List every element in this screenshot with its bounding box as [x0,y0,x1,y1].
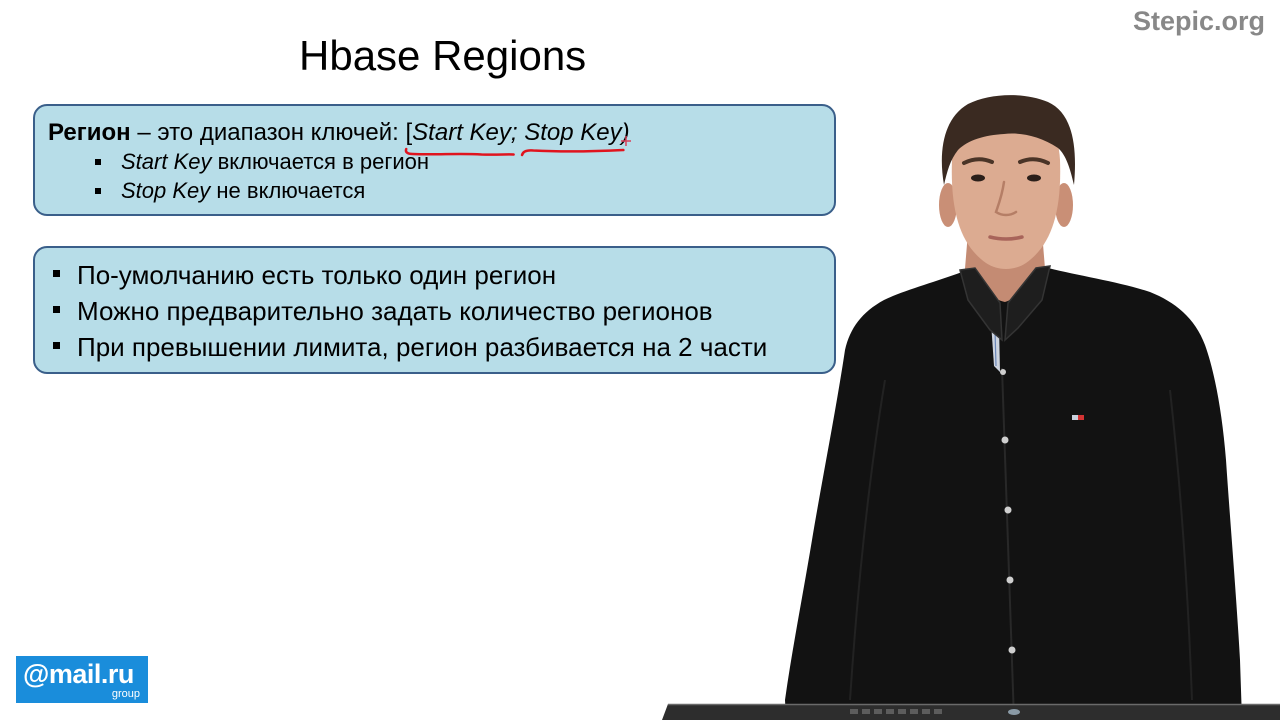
definition-text: – это диапазон ключей: [ [137,119,413,146]
laptop [662,703,1280,720]
sleeve-crease-left [849,379,886,701]
laptop-key [850,709,858,714]
region-notes-list: По-умолчанию есть только один регион Мож… [35,257,834,365]
region-notes-box: По-умолчанию есть только один регион Мож… [33,246,836,374]
shirt-button [1001,436,1009,444]
underline-stroke [522,150,623,155]
laptop-key [886,709,894,714]
logo-sub-text: group [111,688,140,700]
laptop-logo-icon [1008,709,1020,715]
presenter-brow-right [1018,157,1050,165]
red-underline-annotation [404,147,515,157]
shirt-button [1008,646,1016,654]
shirt-button [1000,369,1006,375]
shirt-button [1006,576,1014,584]
list-item: По-умолчанию есть только один регион [35,257,834,293]
laptop-key [922,709,930,714]
mailru-group-logo: @mail.ru group [16,656,148,703]
presenter-shirt [785,268,1242,720]
region-definition-box: Регион – это диапазон ключей: [Start Key… [33,104,836,216]
presenter-hair [941,95,1075,185]
shirt-logo-red [1078,415,1084,420]
range-end: Stop Key [524,119,622,146]
range-rules-list: Start Key включается в регион Stop Key н… [48,147,834,205]
rule-text: не включается [216,178,366,203]
laptop-key [934,709,942,714]
page-title: Hbase Regions [299,32,587,79]
laptop-key [874,709,882,714]
range-separator: ; [510,119,525,146]
list-item: При превышении лимита, регион разбиваетс… [35,329,834,365]
logo-main-text: @mail.ru [23,659,134,689]
laptop-key [898,709,906,714]
shirt-button [1004,506,1012,514]
red-underline-annotation [521,147,624,157]
range-close: ) [621,119,630,146]
presenter-eye-left [971,174,985,182]
note-text: Можно предварительно задать количество р… [77,296,713,326]
presenter-nose [994,180,1018,217]
note-text: При превышении лимита, регион разбиваетс… [77,332,768,362]
square-bullet-icon [53,306,60,313]
presenter-eye-right [1027,174,1041,182]
presenter-face [951,110,1061,269]
laptop-key [910,709,918,714]
underline-stroke [406,149,514,155]
shirt-logo [1072,415,1084,420]
presenter-brow-left [962,157,994,165]
shirt-lining-stripe [994,329,997,367]
region-term: Регион [48,119,131,146]
shirt-placket [1001,367,1015,720]
shirt-collar-left [959,267,1003,342]
list-item: Start Key включается в регион [48,147,834,176]
list-item: Можно предварительно задать количество р… [35,293,834,329]
shirt-collar-right [1004,265,1051,342]
square-bullet-icon [53,270,60,277]
range-start: Start Key [412,119,511,146]
stop-key-ref: Stop Key [524,118,631,147]
laptop-key [862,709,870,714]
rule-key: Stop Key [121,178,211,203]
sleeve-crease-right [1169,389,1193,701]
square-bullet-icon [53,342,60,349]
rule-text: включается в регион [217,149,430,174]
region-definition: Регион – это диапазон ключей: [Start Key… [48,118,834,147]
square-bullet-icon [95,188,101,194]
stepic-watermark: Stepic.org [1133,6,1266,36]
square-bullet-icon [95,159,101,165]
presenter [785,95,1242,720]
note-text: По-умолчанию есть только один регион [77,260,557,290]
rule-key: Start Key [121,149,212,174]
presenter-ear-left [939,183,957,227]
presenter-mouth [988,235,1024,241]
shirt-logo-white [1072,415,1078,420]
pen-cursor-icon [620,136,631,146]
start-key-ref: Start Key [412,118,511,147]
laptop-screen-edge [662,704,1280,720]
presenter-ear-right [1055,183,1073,227]
list-item: Stop Key не включается [48,176,834,205]
